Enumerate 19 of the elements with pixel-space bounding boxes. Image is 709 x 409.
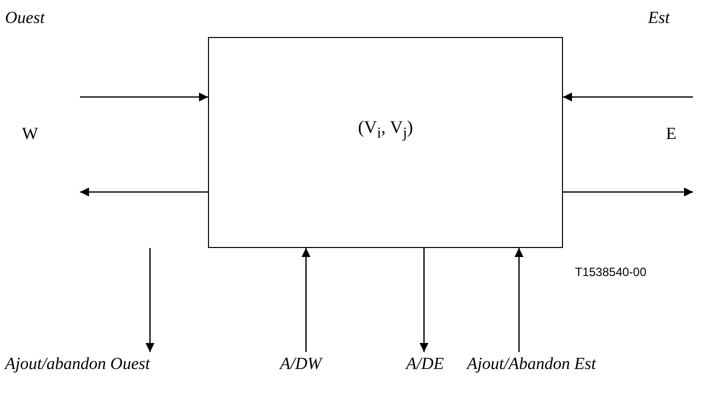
arrow <box>80 92 208 102</box>
figure-code: T1538540-00 <box>575 264 646 281</box>
block-label: (V$_{i}$, V$_{j}$) <box>356 116 414 144</box>
arrow <box>302 248 310 352</box>
port-label: A/DW <box>280 352 332 376</box>
arrow <box>514 248 524 352</box>
arrow <box>420 248 428 352</box>
block-box <box>208 37 563 248</box>
arrow <box>563 92 693 102</box>
side-label: E <box>666 124 676 144</box>
port-label: Ajout/abandon Ouest <box>5 352 170 376</box>
port-label: A/DE <box>400 352 450 376</box>
arrow <box>80 188 208 196</box>
arrow <box>563 188 693 196</box>
arrow <box>146 248 154 352</box>
side-label: W <box>22 124 38 144</box>
direction-label: Ouest <box>5 8 45 28</box>
port-label: Ajout/Abandon Est <box>467 352 627 376</box>
direction-label: Est <box>648 8 670 28</box>
